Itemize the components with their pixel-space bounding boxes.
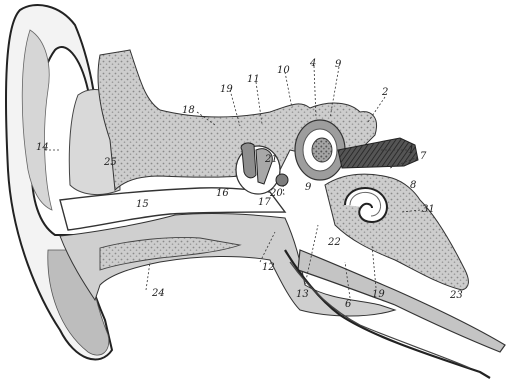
label-19-lower: 19 <box>372 289 385 300</box>
label-6: 6 <box>345 299 352 310</box>
label-15: 15 <box>136 199 149 210</box>
label-31: 31 <box>422 204 435 215</box>
label-11: 11 <box>247 74 260 85</box>
label-10: 10 <box>277 65 290 76</box>
label-9-upper: 9 <box>335 59 342 70</box>
label-25: 25 <box>103 157 117 168</box>
label-7: 7 <box>420 151 427 162</box>
label-22: 22 <box>327 237 341 248</box>
label-2: 2 <box>381 87 388 98</box>
label-16: 16 <box>216 188 229 199</box>
label-19-upper: 19 <box>220 84 233 95</box>
label-9-lower: 9 <box>305 182 312 193</box>
label-13: 13 <box>296 289 309 300</box>
label-18: 18 <box>182 105 195 116</box>
label-17: 17 <box>258 197 271 208</box>
label-12: 12 <box>262 262 275 273</box>
label-1: 1 <box>408 145 414 156</box>
label-23: 23 <box>449 290 463 301</box>
label-14: 14 <box>36 142 49 153</box>
label-21: 21 <box>264 154 278 165</box>
label-8: 8 <box>410 180 416 191</box>
label-4: 4 <box>309 58 316 69</box>
label-24: 24 <box>151 288 165 299</box>
stapes-footplate <box>276 174 288 186</box>
label-20: 20 <box>269 188 283 199</box>
vestibule <box>312 138 332 162</box>
